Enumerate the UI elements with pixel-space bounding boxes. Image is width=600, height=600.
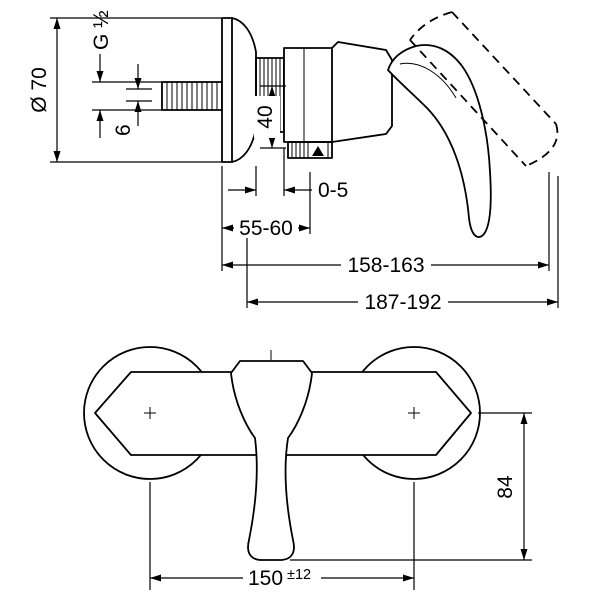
dim-label-55-60: 55-60 [239,217,293,240]
temperature-knob [287,141,333,159]
dim-thread-g12: G ½ [90,10,162,138]
dim-label-thread: G ½ [90,10,113,50]
dim-label-6: 6 [112,124,135,136]
dim-label-158-163: 158-163 [347,254,424,277]
dim-diameter-70: Ø 70 [28,17,222,163]
center-marks [144,407,420,419]
dim-body-40: 40 [254,85,286,149]
dim-label-84: 84 [494,475,517,499]
dim-adjust-0-5: 0-5 [228,148,348,202]
side-view: Ø 70 G ½ 6 40 [28,10,559,314]
dim-wall-55-60: 55-60 [221,166,311,271]
dim-centers-150: 150 ±12 [149,482,415,590]
dim-label-150-tolerance: ±12 [287,567,311,583]
dim-reach-158-163: 158-163 [222,172,550,277]
escutcheon-side [221,17,257,163]
dim-label-diameter: Ø 70 [28,67,51,113]
handle-side-solid [387,44,492,238]
dim-label-187-192: 187-192 [364,291,441,314]
dim-label-150: 150 [248,567,283,590]
temperature-marker-icon [312,146,324,156]
dim-label-0-5: 0-5 [318,179,348,202]
front-view: 84 150 ±12 [83,346,532,590]
valve-body-side [283,41,393,143]
handle-side-raised-dashed [409,11,559,167]
dim-wall-6: 6 [112,64,152,136]
handle-front [230,350,313,561]
dim-label-40: 40 [254,105,277,128]
dim-height-84: 84 [290,412,532,561]
threaded-pipe [161,81,223,111]
dim-reach-187-192: 187-192 [246,176,559,314]
